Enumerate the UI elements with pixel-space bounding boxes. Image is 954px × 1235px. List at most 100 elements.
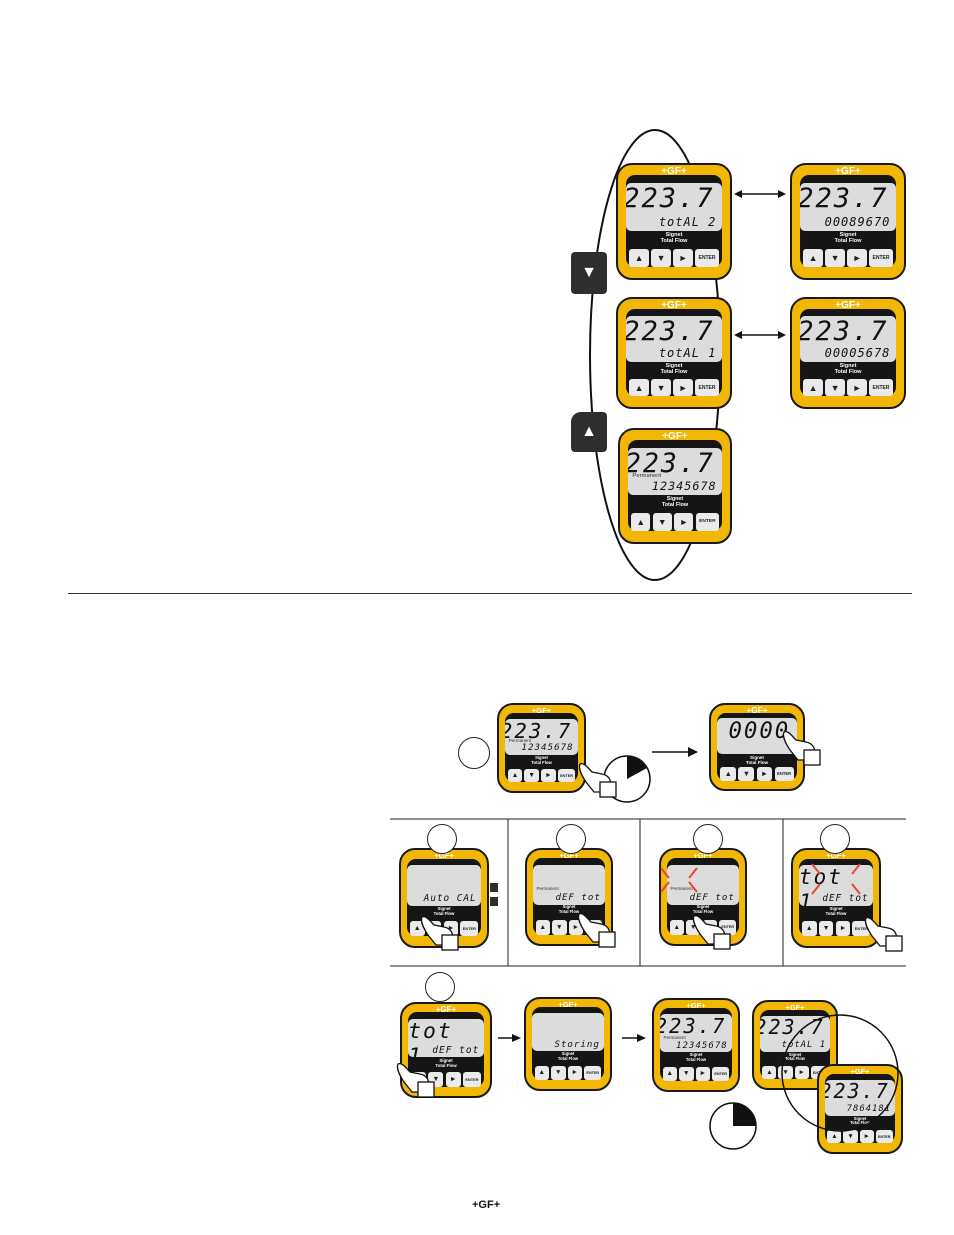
down-button[interactable]: ▼ <box>738 767 755 781</box>
down-button[interactable]: ▼ <box>652 512 672 531</box>
up-button[interactable]: ▲ <box>629 378 649 397</box>
down-button[interactable]: ▼ <box>818 921 834 937</box>
right-button[interactable]: ► <box>847 248 867 267</box>
device-tot1-blink: +GF+ tot 1 dEF tot Signet Total Flow ▲ ▼… <box>791 848 881 948</box>
down-button[interactable]: ▼ <box>552 919 567 935</box>
down-button[interactable]: ▼ <box>825 378 845 397</box>
down-button[interactable]: ▼ <box>679 1066 694 1081</box>
up-button[interactable]: ▲ <box>409 921 425 937</box>
enter-button[interactable]: ENTER <box>869 248 893 267</box>
gf-logo: +GF+ <box>661 300 687 312</box>
up-button[interactable]: ▲ <box>827 1129 842 1144</box>
device-brand: Signet Total Flow <box>558 904 580 915</box>
down-button[interactable]: ▼ <box>825 248 845 267</box>
enter-button[interactable]: ENTER <box>557 768 576 783</box>
down-button[interactable]: ▼ <box>524 768 540 783</box>
lcd-screen: 223.7 totAL 2 <box>625 183 723 231</box>
enter-button[interactable]: ENTER <box>875 1129 893 1144</box>
up-button[interactable]: ▲ <box>535 919 551 935</box>
lcd-secondary-text: 7864181 <box>846 1104 892 1115</box>
gf-logo: +GF+ <box>693 850 713 860</box>
device-brand: Signet Total Flow <box>745 754 769 765</box>
lcd-main-value: 223.7 <box>799 316 889 348</box>
up-button[interactable]: ▲ <box>803 378 823 397</box>
lcd-screen: Storing <box>531 1013 605 1052</box>
right-button[interactable]: ► <box>695 1066 711 1081</box>
down-button[interactable]: ▼ <box>651 378 671 397</box>
permanent-indicator: Permanent <box>508 738 532 744</box>
up-button[interactable]: ▲ <box>762 1065 777 1080</box>
down-button[interactable]: ▼ <box>551 1065 566 1080</box>
device-brand: Signet Total Flow <box>433 905 455 916</box>
gf-logo: +GF+ <box>850 1066 870 1076</box>
up-button[interactable]: ▲ <box>669 919 685 935</box>
down-button[interactable]: ▼ <box>651 248 671 267</box>
step-marker <box>556 824 586 854</box>
enter-button[interactable]: ENTER <box>712 1066 730 1081</box>
lcd-screen: 0000 <box>717 718 797 754</box>
footer-logo: +GF+ <box>472 1199 501 1211</box>
device-brand: Signet Total Flow <box>785 1051 805 1062</box>
enter-button[interactable]: ENTER <box>695 378 719 397</box>
step-marker <box>427 824 457 854</box>
right-button[interactable]: ► <box>847 378 867 397</box>
device-buttons: ▲ ▼ ► ENTER <box>409 921 480 937</box>
up-button[interactable]: ▲ <box>507 768 523 783</box>
up-button[interactable]: ▲ <box>631 512 651 531</box>
lcd-screen: 223.7 00089670 <box>799 183 897 231</box>
lcd-screen: 223.7 totAL 1 <box>759 1015 831 1052</box>
device-brand: Signet Total Flow <box>834 231 862 244</box>
pointing-hand-icon <box>782 730 821 766</box>
nav-up-key-icon: ▲ <box>571 412 607 452</box>
lcd-secondary-text: 12345678 <box>675 1040 728 1051</box>
right-button[interactable]: ► <box>674 512 694 531</box>
gf-logo: +GF+ <box>826 850 846 860</box>
right-button[interactable]: ► <box>794 1065 809 1080</box>
pointing-hand-icon <box>864 916 903 952</box>
right-button[interactable]: ► <box>835 921 851 937</box>
pointing-hand-icon <box>692 914 731 950</box>
up-button[interactable]: ▲ <box>803 248 823 267</box>
enter-button[interactable]: ENTER <box>462 1072 482 1087</box>
gf-logo: +GF+ <box>558 999 578 1009</box>
right-button[interactable]: ► <box>567 1065 583 1080</box>
step-marker <box>425 972 455 1002</box>
lcd-screen: tot 1 dEF tot <box>408 1018 484 1058</box>
up-button[interactable]: ▲ <box>662 1066 678 1081</box>
lcd-main-value: 223.7 <box>504 718 573 743</box>
device-buttons: ▲ ▼ ► ENTER <box>628 248 720 267</box>
up-button[interactable]: ▲ <box>801 921 817 937</box>
down-button[interactable]: ▼ <box>843 1129 858 1144</box>
lcd-screen: Permanent dEF tot <box>532 865 606 905</box>
enter-button[interactable]: ENTER <box>774 767 794 781</box>
enter-button[interactable]: ENTER <box>869 378 893 397</box>
device-result-total1: +GF+ 223.7 totAL 1 Signet Total Flow ▲ ▼… <box>752 1000 838 1090</box>
pointing-hand-icon <box>577 912 616 948</box>
enter-button[interactable]: ENTER <box>584 1065 602 1080</box>
lcd-secondary-text: Storing <box>554 1039 600 1050</box>
device-buttons: ▲ ▼ ► ENTER <box>628 378 720 397</box>
up-button[interactable]: ▲ <box>534 1065 550 1080</box>
lcd-screen: 223.7 totAL 1 <box>625 316 723 362</box>
up-button[interactable]: ▲ <box>720 767 737 781</box>
right-button[interactable]: ► <box>673 378 693 397</box>
right-button[interactable]: ► <box>859 1129 874 1144</box>
right-button[interactable]: ► <box>541 768 556 783</box>
right-button[interactable]: ► <box>445 1072 461 1087</box>
up-button[interactable]: ▲ <box>629 248 649 267</box>
lcd-screen: Auto CAL <box>407 865 481 906</box>
pointing-hand-icon <box>396 1062 435 1098</box>
lcd-screen: Permanent dEF tot <box>666 865 740 905</box>
device-brand: Signet Total Flow <box>825 905 847 916</box>
lcd-main-value: 223.7 <box>759 1015 825 1039</box>
enter-button[interactable]: ENTER <box>695 248 719 267</box>
enter-button[interactable]: ENTER <box>696 512 719 531</box>
lcd-secondary-text: dEF tot <box>822 893 869 905</box>
gf-logo: +GF+ <box>559 850 579 860</box>
right-button[interactable]: ► <box>673 248 693 267</box>
lcd-main-value: 0000 <box>728 718 791 745</box>
lcd-screen: tot 1 dEF tot <box>799 865 873 906</box>
right-button[interactable]: ► <box>756 767 773 781</box>
enter-button[interactable]: ENTER <box>460 921 479 937</box>
lcd-screen: 223.7 Permanent 12345678 <box>627 447 723 495</box>
